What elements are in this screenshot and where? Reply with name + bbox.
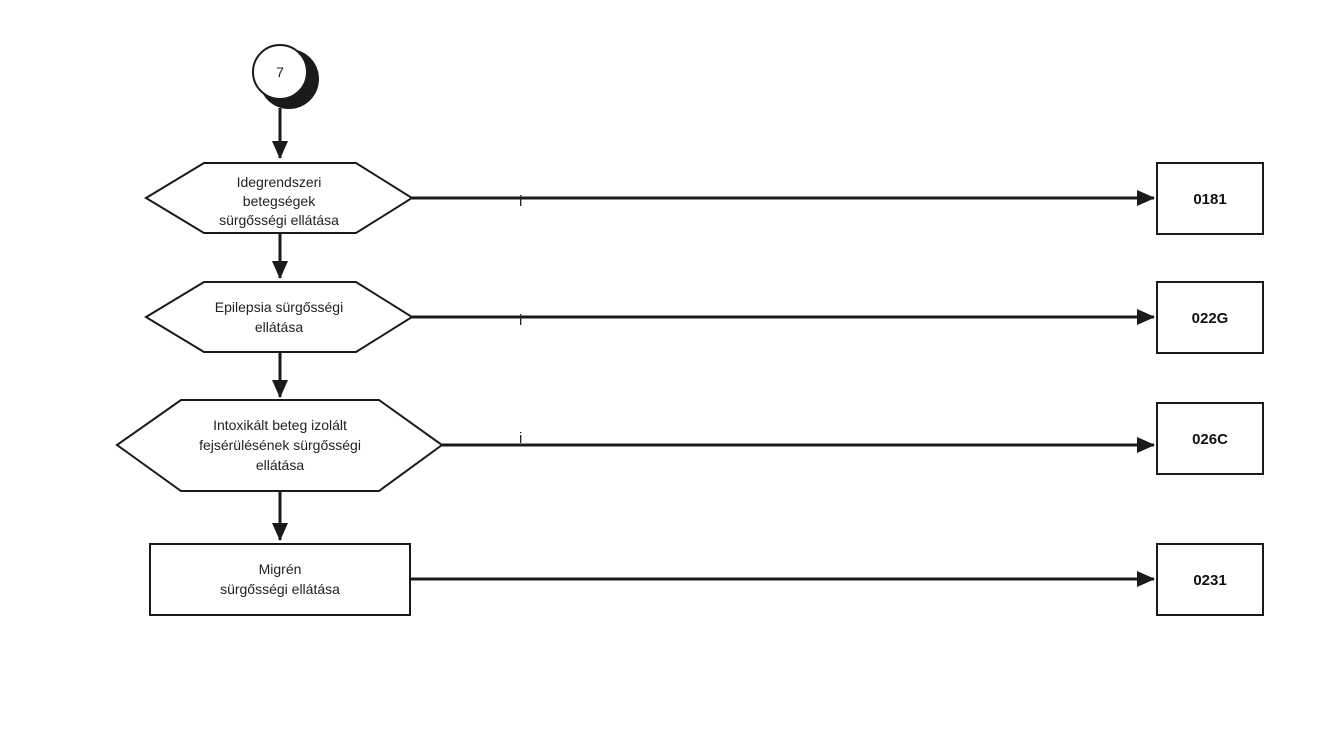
process-text-line: Migrén: [259, 561, 302, 577]
decision-text-line: betegségek: [243, 193, 316, 209]
decision-shape: [144, 281, 414, 353]
yes-label: i: [519, 430, 522, 447]
decision-1: Idegrendszeri betegségek sürgősségi ellá…: [144, 162, 1264, 235]
decision-text-line: sürgősségi ellátása: [219, 212, 339, 228]
decision-text-line: Intoxikált beteg izolált: [213, 417, 347, 433]
connector-circle: [252, 44, 308, 100]
code-box: [1156, 402, 1264, 475]
decision-text-line: Epilepsia sürgősségi: [215, 299, 343, 315]
decision-2: Epilepsia sürgősségi ellátása i 022G: [144, 281, 1264, 354]
connector-label: 7: [276, 64, 284, 80]
decision-text-line: Idegrendszeri: [237, 174, 322, 190]
code-label: 0231: [1193, 572, 1226, 589]
yes-label: i: [519, 193, 522, 210]
process-4: Migrén sürgősségi ellátása 0231: [149, 543, 1264, 616]
yes-label: i: [519, 312, 522, 329]
code-box: [1156, 543, 1264, 616]
decision-3: Intoxikált beteg izolált fejsérülésének …: [115, 399, 1264, 492]
decision-text-line: fejsérülésének sürgősségi: [199, 437, 361, 453]
decision-text-line: ellátása: [256, 457, 304, 473]
code-label: 022G: [1192, 310, 1229, 327]
code-label: 026C: [1192, 431, 1228, 448]
process-text-line: sürgősségi ellátása: [220, 581, 340, 597]
code-box: [1156, 281, 1264, 354]
decision-text-line: ellátása: [255, 319, 303, 335]
process-shape: [149, 543, 411, 616]
code-label: 0181: [1193, 191, 1226, 208]
code-box: [1156, 162, 1264, 235]
connector-node: 7: [252, 44, 319, 109]
